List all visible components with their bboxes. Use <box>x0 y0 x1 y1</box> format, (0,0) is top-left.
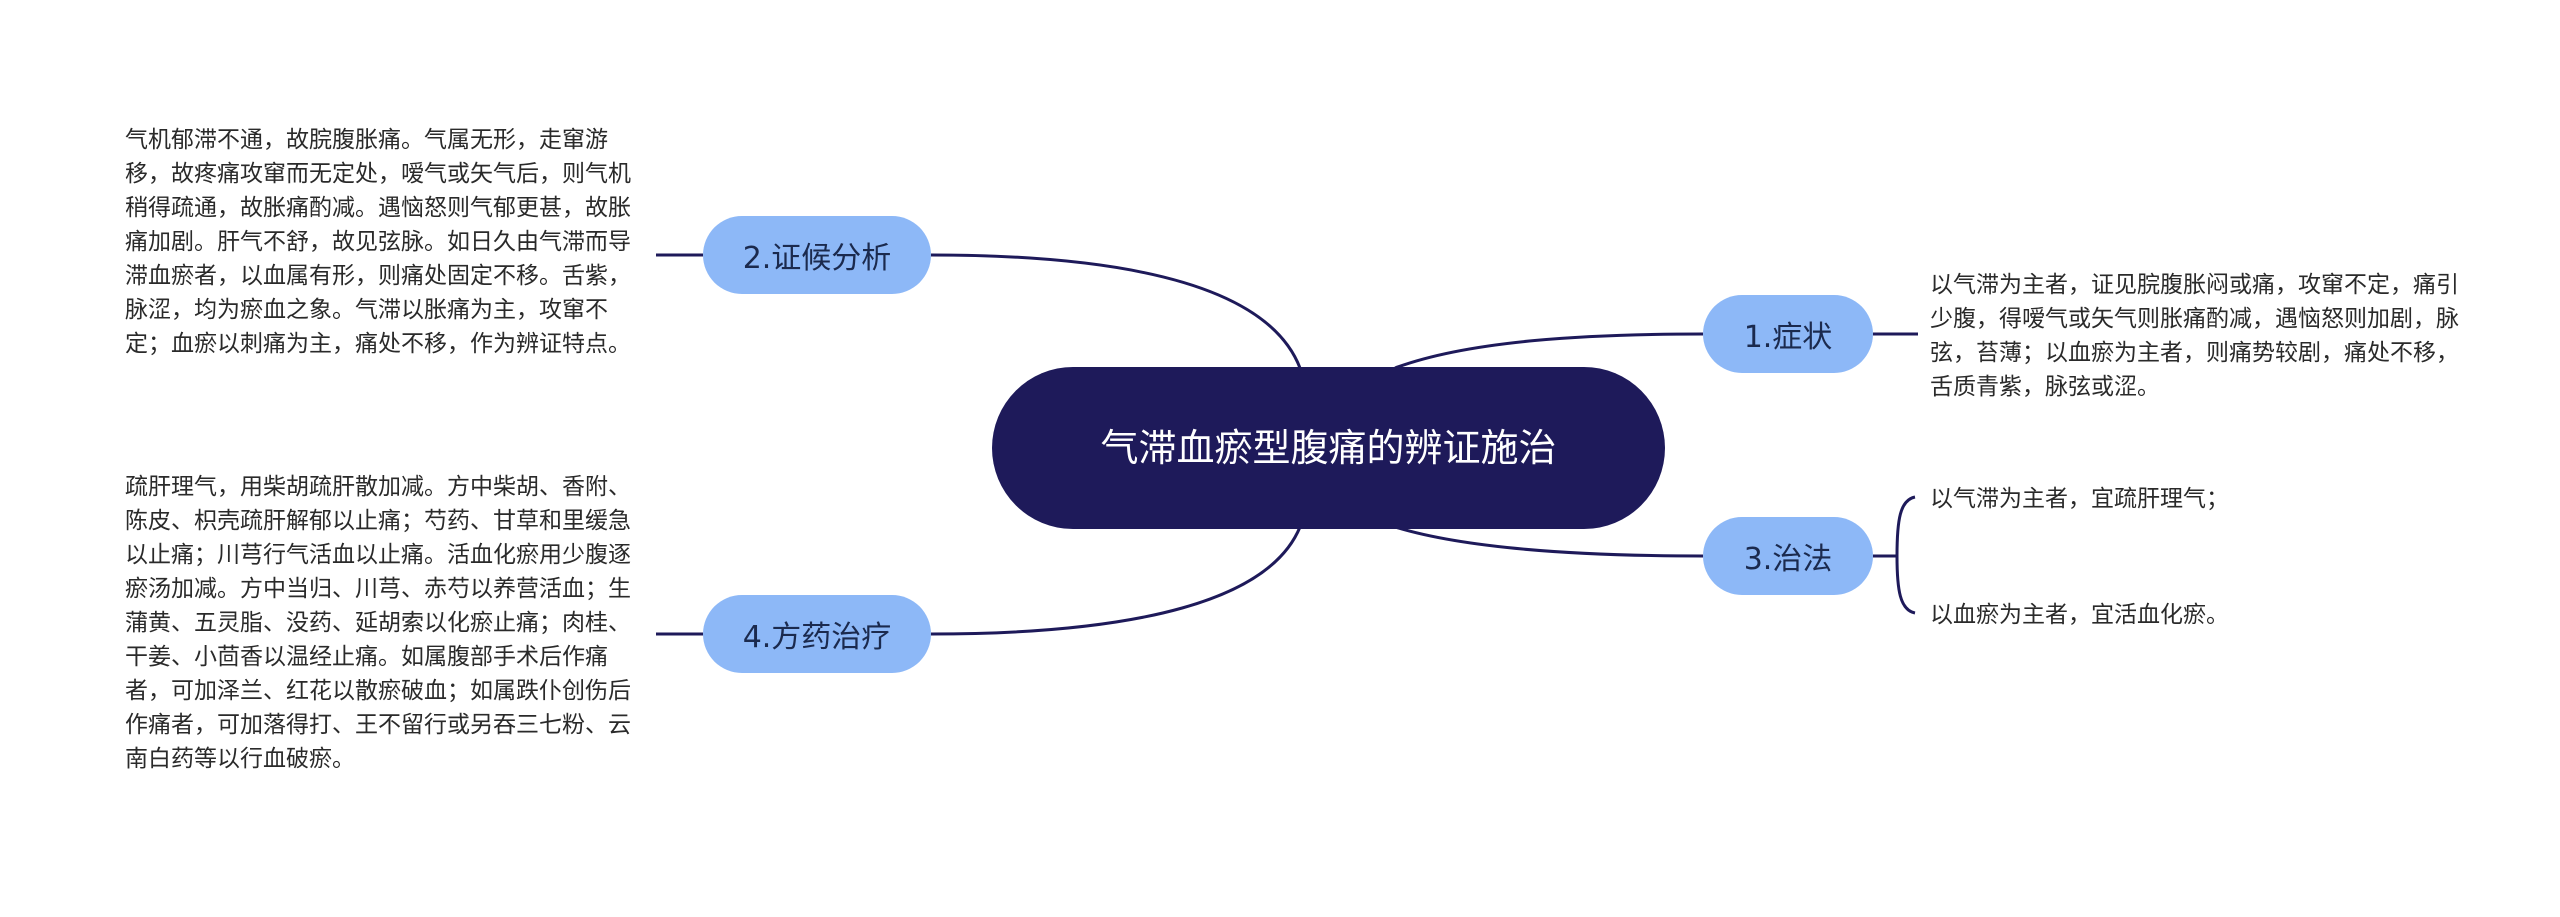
connector-root-prescription <box>930 526 1302 636</box>
note-method-blood-stasis: 以血瘀为主者，宜活血化瘀。 <box>1930 602 2229 628</box>
root-topic-label: 气滞血瘀型腹痛的辨证施治 <box>1100 426 1557 470</box>
note-syndrome-analysis: 气机郁滞不通，故脘腹胀痛。气属无形，走窜游移，故疼痛攻窜而无定处，嗳气或矢气后，… <box>125 127 631 357</box>
note-method-qi-stagnation: 以气滞为主者，宜疏肝理气； <box>1930 486 2229 512</box>
branch-symptoms-label: 1.症状 <box>1743 320 1833 355</box>
branch-treatment-method[interactable]: 3.治法 <box>1703 517 1873 595</box>
branch-treatment-method-label: 3.治法 <box>1743 542 1833 577</box>
branch-prescription[interactable]: 4.方药治疗 <box>703 595 931 673</box>
branch-prescription-label: 4.方药治疗 <box>742 620 892 655</box>
connector-method-bracket <box>1873 495 1916 615</box>
branch-syndrome-analysis-label: 2.证候分析 <box>742 241 892 276</box>
connector-root-method <box>1394 525 1704 558</box>
root-topic[interactable]: 气滞血瘀型腹痛的辨证施治 <box>992 367 1665 529</box>
connector-root-symptoms <box>1394 332 1704 370</box>
note-prescription: 疏肝理气，用柴胡疏肝散加减。方中柴胡、香附、陈皮、枳壳疏肝解郁以止痛；芍药、甘草… <box>125 474 631 772</box>
branch-syndrome-analysis[interactable]: 2.证候分析 <box>703 216 931 294</box>
branch-symptoms[interactable]: 1.症状 <box>1703 295 1873 373</box>
connector-root-analysis <box>930 253 1302 369</box>
note-symptoms: 以气滞为主者，证见脘腹胀闷或痛，攻窜不定，痛引少腹，得嗳气或矢气则胀痛酌减，遇恼… <box>1930 272 2459 400</box>
